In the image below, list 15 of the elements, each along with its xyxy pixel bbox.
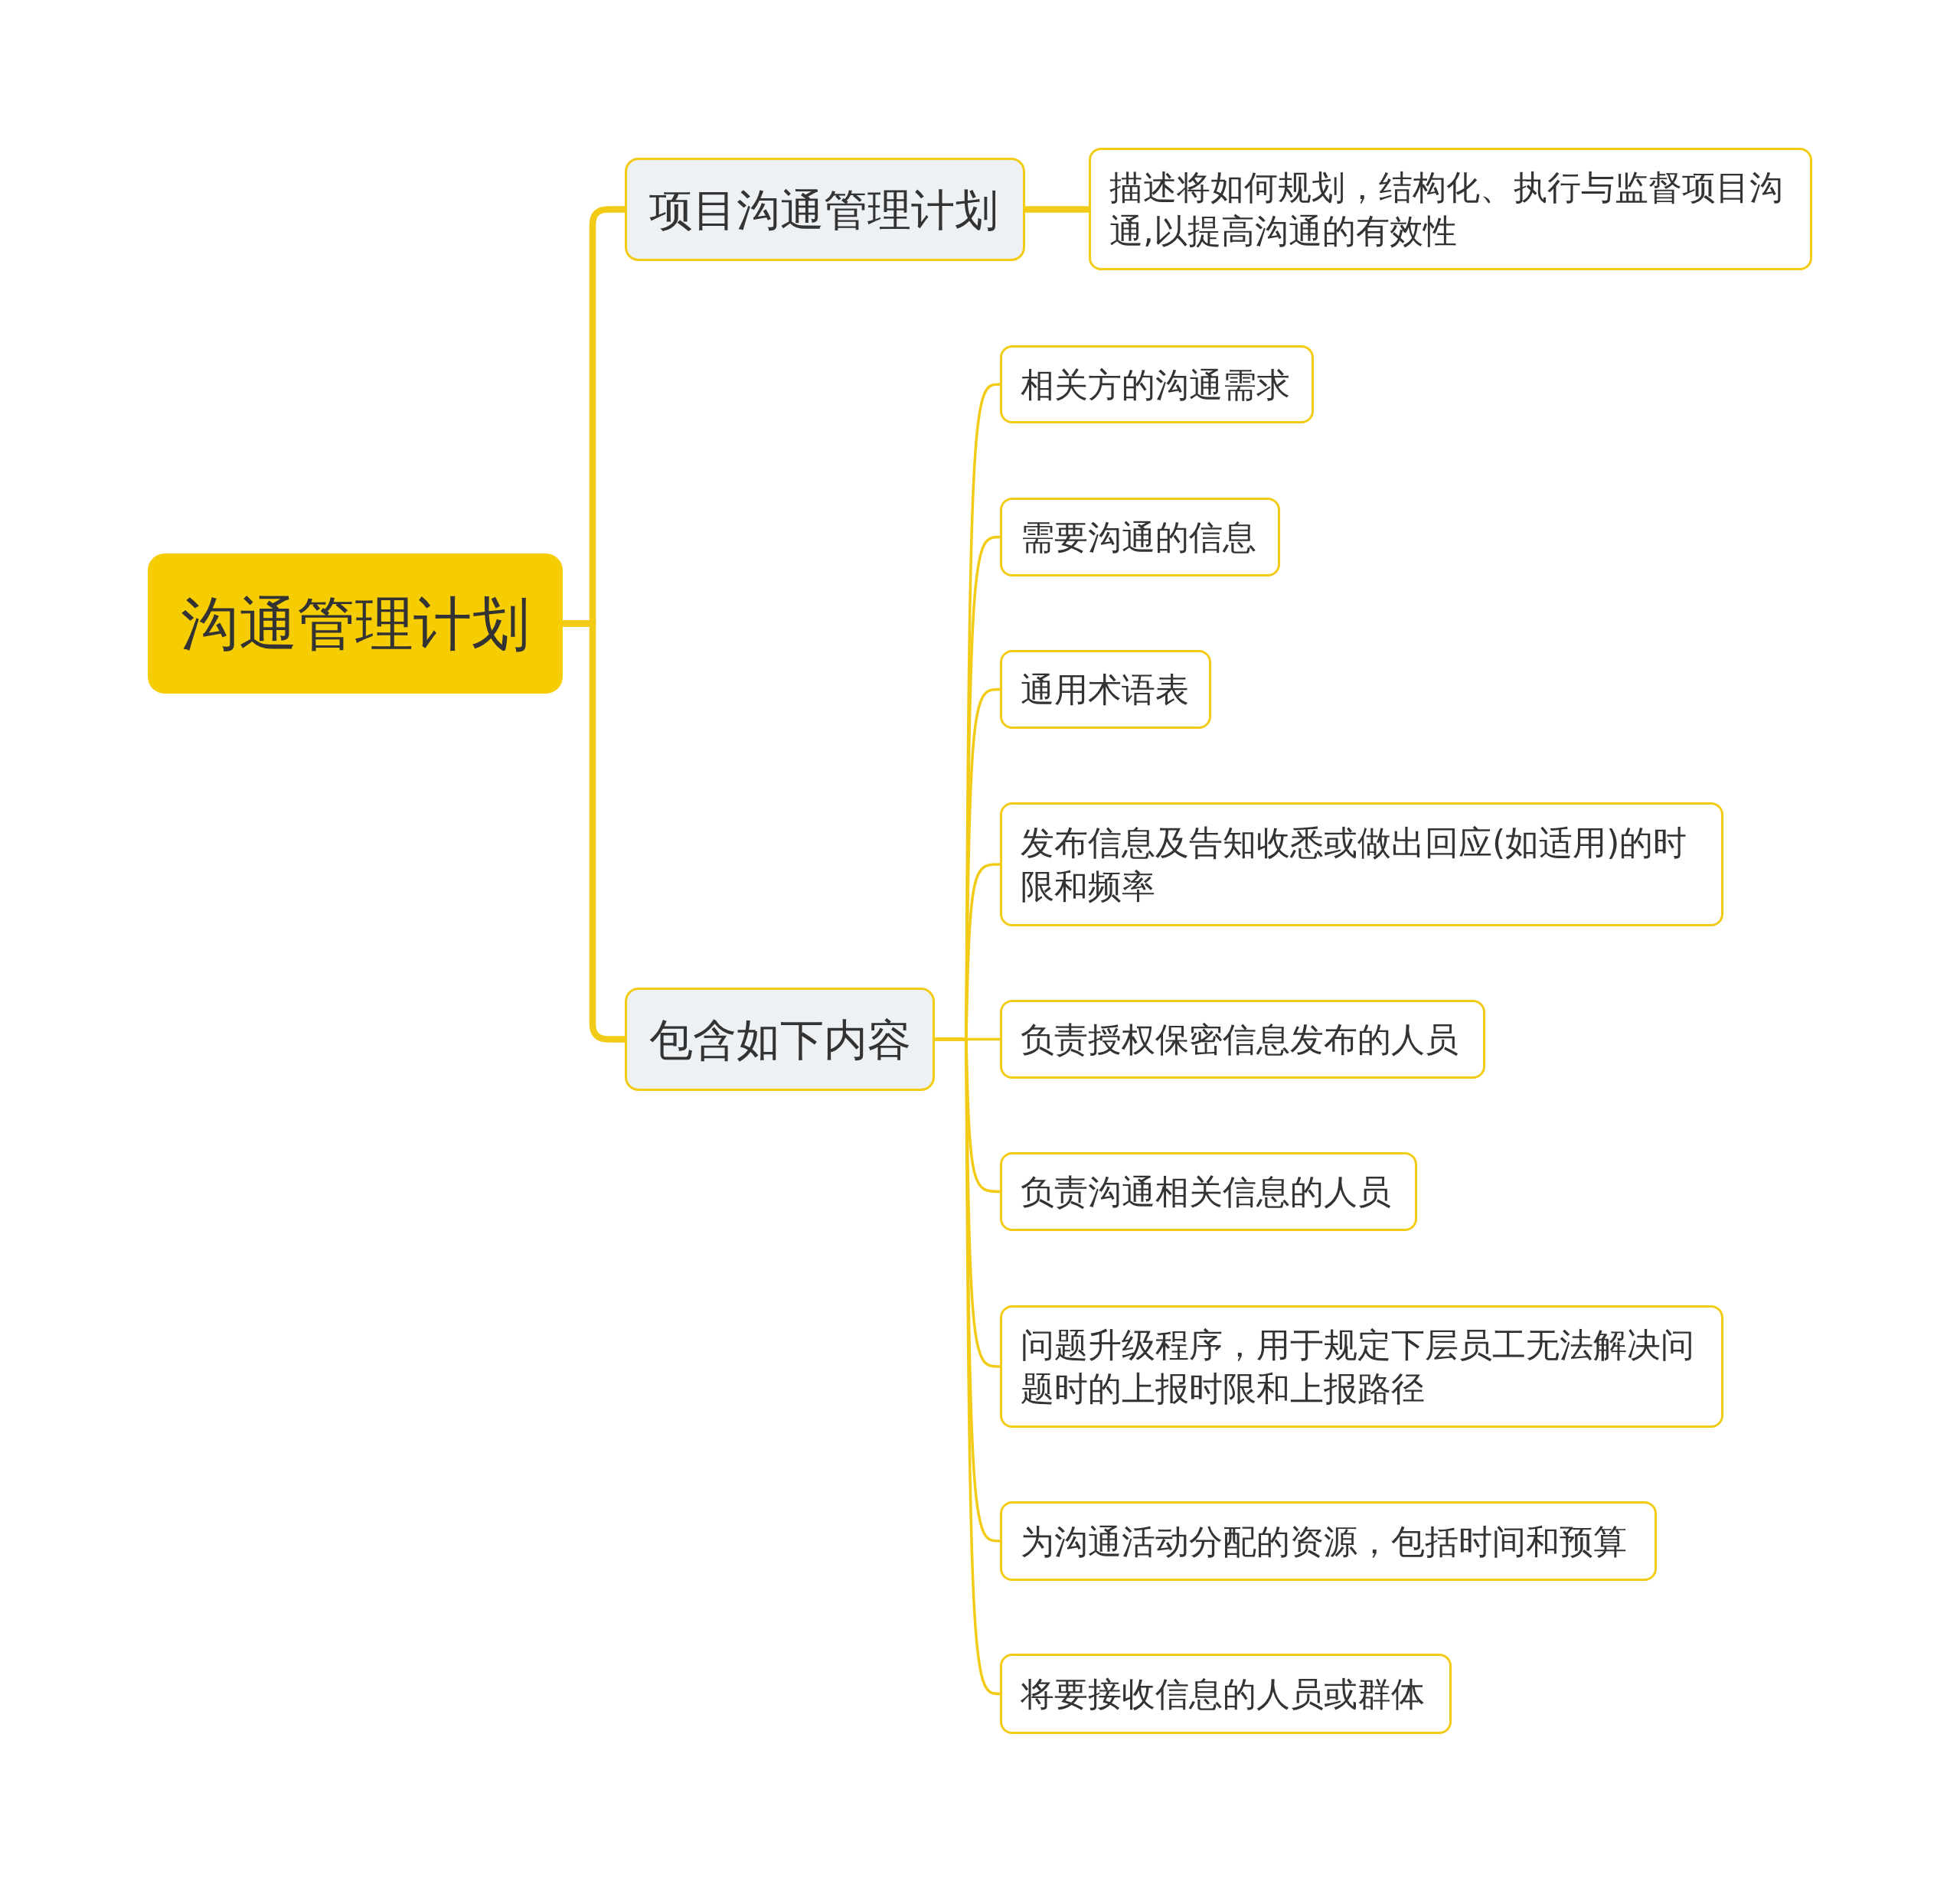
subtopic-box: 相关方的沟通需求 [1000,345,1314,423]
subtopic-box: 将要接收信息的人员或群体 [1000,1654,1452,1734]
subtopic-box: 负责沟通相关信息的人员 [1000,1152,1417,1231]
subtopic-box: 需要沟通的信息 [1000,498,1280,576]
subtopic-box: 描述将如何规划，结构化、执行与监督项目沟通,以提高沟通的有效性 [1089,148,1812,270]
subtopic-box: 问题升级程序，用于规定下层员工无法解决问题时的上报时限和上报路径 [1000,1305,1723,1428]
subtopic-box: 通用术语表 [1000,650,1211,729]
central-topic: 沟通管理计划 [148,554,563,694]
connector-line [935,1037,1000,1041]
connector-line [1025,206,1089,213]
subtopic-box: 负责授权保密信息发布的人员 [1000,1000,1485,1079]
branch-topic: 包含如下内容 [625,988,935,1091]
subtopic-box: 为沟通活动分配的资源，包括时间和预算 [1000,1501,1657,1581]
subtopic-box: 发布信息及告知收悉或做出回应(如适用)的时限和频率 [1000,802,1723,926]
branch-topic: 项目沟通管理计划 [625,158,1025,261]
